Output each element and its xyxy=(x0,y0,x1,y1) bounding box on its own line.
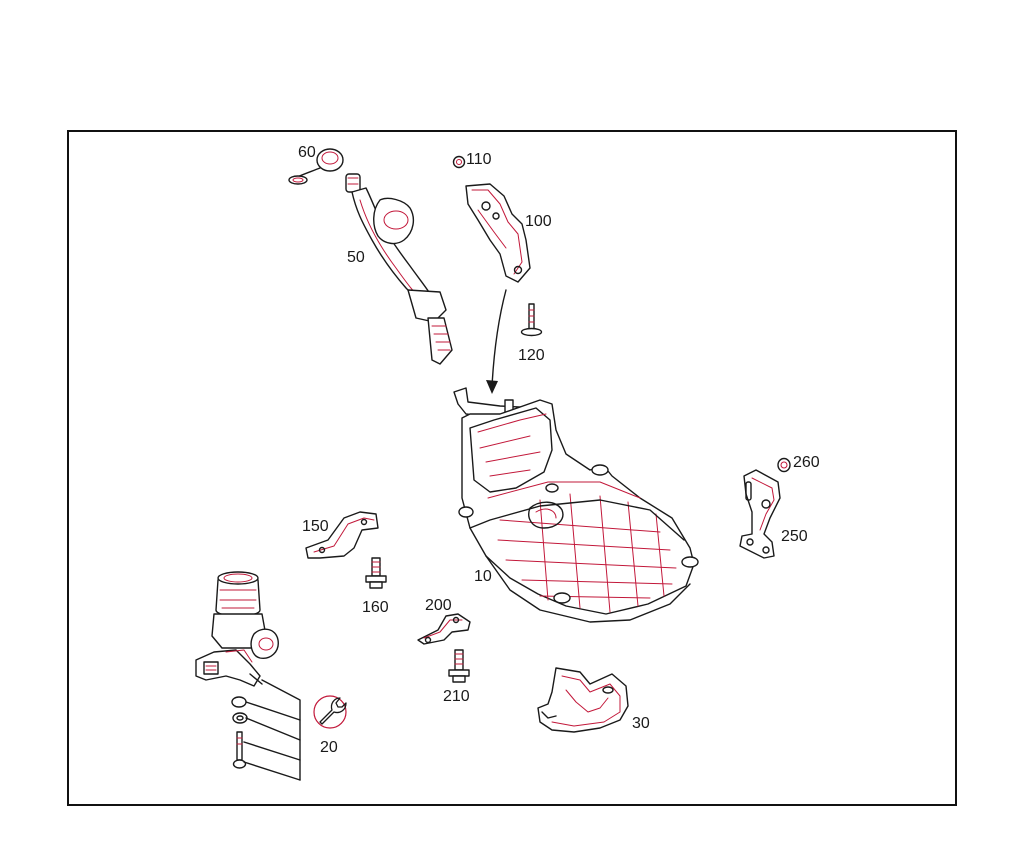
part-50-filler-neck[interactable] xyxy=(345,173,453,365)
wrench-icon xyxy=(313,695,347,729)
label-210: 210 xyxy=(443,688,470,705)
part-200-bracket[interactable] xyxy=(417,613,471,645)
part-210-bolt[interactable] xyxy=(448,649,470,683)
part-60-filler-cap[interactable] xyxy=(288,148,344,185)
label-20: 20 xyxy=(320,739,338,756)
label-110: 110 xyxy=(466,151,492,168)
part-110-nut[interactable] xyxy=(452,155,466,169)
label-150: 150 xyxy=(302,518,329,535)
label-260: 260 xyxy=(793,454,820,471)
label-250: 250 xyxy=(781,528,808,545)
part-250-bracket[interactable] xyxy=(739,469,781,559)
assembly-arrow xyxy=(486,289,507,394)
label-30: 30 xyxy=(632,715,650,732)
label-120: 120 xyxy=(518,347,545,364)
part-20-fuel-pump[interactable] xyxy=(195,571,279,687)
part-150-bracket[interactable] xyxy=(305,511,379,559)
label-50: 50 xyxy=(347,249,365,266)
part-20-hardware[interactable] xyxy=(231,696,248,769)
part-260-nut[interactable] xyxy=(777,457,791,473)
part-10-fuel-tank[interactable] xyxy=(453,387,699,623)
diagram-border xyxy=(67,130,957,806)
part-160-bolt[interactable] xyxy=(365,557,387,589)
label-60: 60 xyxy=(298,144,316,161)
label-100: 100 xyxy=(525,213,552,230)
label-200: 200 xyxy=(425,597,452,614)
label-10: 10 xyxy=(474,568,492,585)
part-30-heat-shield[interactable] xyxy=(537,667,629,733)
part-100-bracket[interactable] xyxy=(465,183,531,283)
label-160: 160 xyxy=(362,599,389,616)
part-120-bolt[interactable] xyxy=(520,303,543,337)
part-20-leader-lines xyxy=(243,679,301,781)
